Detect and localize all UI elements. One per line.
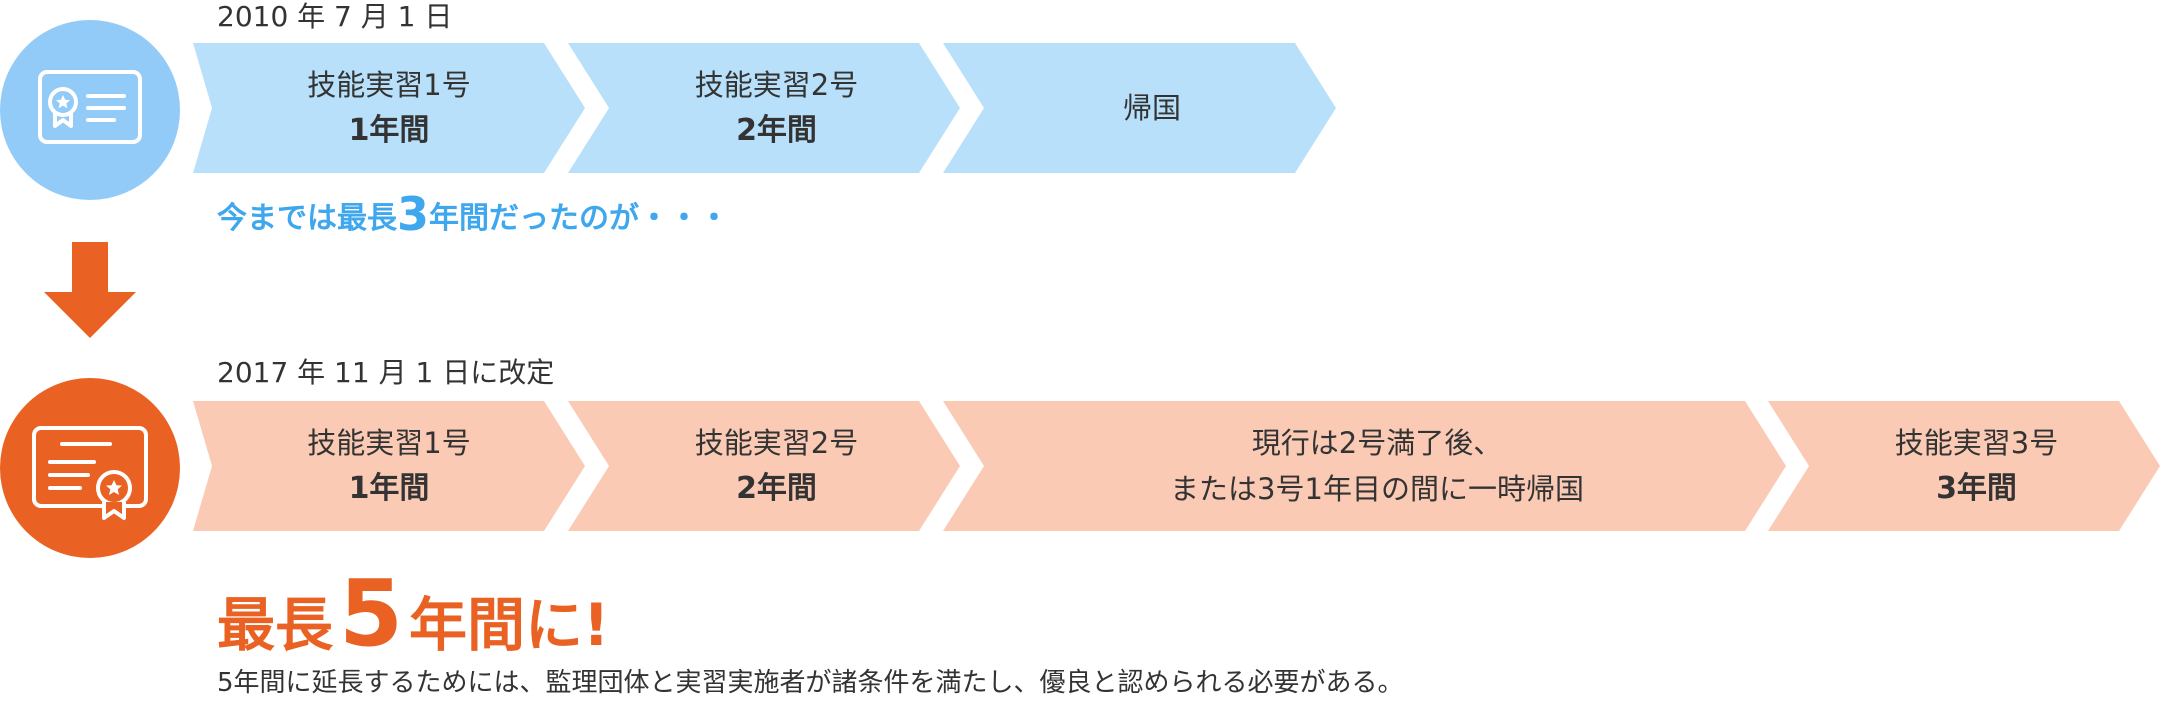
- footer-note: 5年間に延長するためには、監理団体と実習実施者が諸条件を満たし、優良と認められる…: [217, 668, 1404, 698]
- old-note-prefix: 今までは最長: [217, 201, 397, 236]
- new-system-badge: [0, 378, 180, 558]
- new-stage-3-detail: または3号1年目の間に一時帰国: [1170, 472, 1584, 506]
- headline-suffix: 年間に!: [409, 591, 610, 659]
- old-note-suffix: 年間だったのが・・・: [429, 201, 730, 236]
- old-stage-3: 帰国: [943, 43, 1336, 173]
- new-system-date: 2017 年 11 月 1 日に改定: [217, 356, 555, 389]
- new-stage-2-duration: 2年間: [736, 471, 817, 506]
- certificate-card-icon: [38, 70, 142, 144]
- old-note-number: 3: [397, 187, 430, 241]
- new-stage-4: 技能実習3号 3年間: [1768, 401, 2160, 531]
- new-stage-3-title: 現行は2号満了後、: [1251, 426, 1503, 460]
- certificate-award-icon: [32, 426, 148, 520]
- new-stage-4-title: 技能実習3号: [1894, 426, 2059, 460]
- headline-prefix: 最長: [217, 591, 334, 659]
- new-stage-4-duration: 3年間: [1936, 471, 2017, 506]
- old-stage-1-title: 技能実習1号: [307, 68, 471, 102]
- new-stage-1-title: 技能実習1号: [307, 426, 471, 460]
- old-stage-2: 技能実習2号 2年間: [568, 43, 960, 173]
- old-system-note: 今までは最長3年間だったのが・・・: [217, 188, 729, 245]
- old-stage-3-title: 帰国: [1122, 91, 1181, 125]
- new-stage-2-title: 技能実習2号: [694, 426, 859, 460]
- new-stage-1: 技能実習1号 1年間: [193, 401, 585, 531]
- arrow-down-icon: [44, 242, 136, 338]
- new-stage-1-duration: 1年間: [348, 471, 430, 506]
- headline-number: 5: [339, 560, 404, 667]
- old-system-date: 2010 年 7 月 1 日: [217, 0, 453, 33]
- old-system-badge: [0, 20, 180, 200]
- new-stage-2: 技能実習2号 2年間: [568, 401, 960, 531]
- old-stage-1-duration: 1年間: [348, 113, 430, 148]
- old-stage-1: 技能実習1号 1年間: [193, 43, 585, 173]
- old-stage-2-title: 技能実習2号: [694, 68, 859, 102]
- old-stage-2-duration: 2年間: [736, 113, 817, 148]
- new-stage-3: 現行は2号満了後、 または3号1年目の間に一時帰国: [943, 401, 1786, 531]
